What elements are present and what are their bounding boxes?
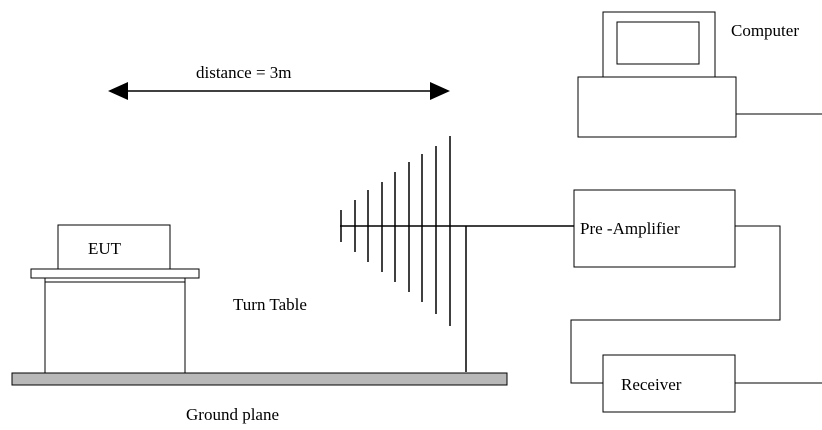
preamp-to-receiver-cable [570,225,781,384]
distance-label: distance = 3m [196,63,292,82]
receiver-label: Receiver [621,375,682,394]
pre-amplifier-label: Pre -Amplifier [580,219,680,238]
log-periodic-antenna [340,136,574,372]
turn-table-label: Turn Table [233,295,307,314]
computer-base [577,76,737,138]
eut-box [57,224,171,270]
ground-plane-label: Ground plane [186,405,279,424]
distance-arrow [108,82,450,100]
distance-arrow-right-head [430,82,450,100]
ground-plane [11,372,508,386]
computer [577,11,737,138]
turn-table-body [44,277,186,374]
pre-amplifier-box [573,189,736,268]
computer-screen [616,21,700,65]
computer-label: Computer [731,21,799,40]
turn-table-top [30,268,200,279]
receiver-box [602,354,736,413]
distance-arrow-left-head [108,82,128,100]
eut-label: EUT [88,239,122,258]
